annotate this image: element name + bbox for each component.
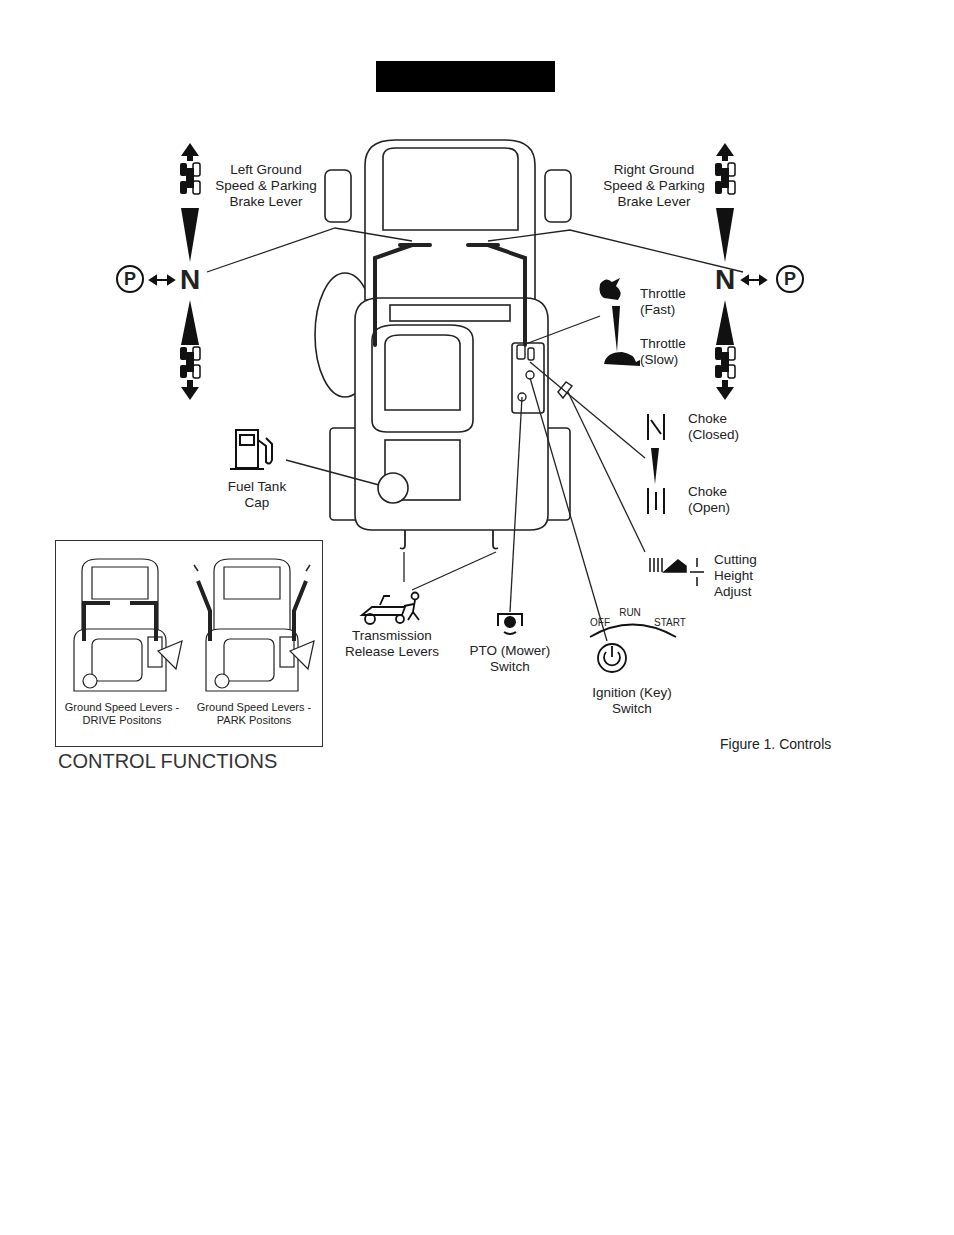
park-symbol: P [776, 265, 804, 293]
switch-position: OFF [585, 617, 615, 629]
figure-caption: Figure 1. Controls [720, 736, 831, 752]
control-label: Left Ground Speed & Parking Brake Lever [210, 162, 322, 210]
control-label: Choke (Closed) [688, 411, 750, 443]
park-symbol: P [116, 265, 144, 293]
control-label: Throttle (Slow) [640, 336, 702, 368]
inset-box: Ground Speed Levers - DRIVE PositonsGrou… [55, 540, 323, 747]
control-label: Cutting Height Adjust [714, 552, 772, 600]
section-heading: CONTROL FUNCTIONS [58, 749, 277, 773]
control-label: Right Ground Speed & Parking Brake Lever [598, 162, 710, 210]
inset-caption: Ground Speed Levers - PARK Positons [190, 701, 318, 727]
control-label: Ignition (Key) Switch [574, 685, 690, 717]
switch-position: START [648, 617, 692, 629]
control-label: Choke (Open) [688, 484, 750, 516]
switch-position: RUN [615, 607, 645, 619]
neutral-symbol: N [712, 266, 738, 294]
neutral-symbol: N [177, 266, 203, 294]
title-bar [376, 61, 555, 92]
control-label: Throttle (Fast) [640, 286, 702, 318]
control-label: Transmission Release Levers [336, 628, 448, 660]
inset-caption: Ground Speed Levers - DRIVE Positons [58, 701, 186, 727]
control-label: Fuel Tank Cap [217, 479, 297, 511]
control-label: PTO (Mower) Switch [462, 643, 558, 675]
